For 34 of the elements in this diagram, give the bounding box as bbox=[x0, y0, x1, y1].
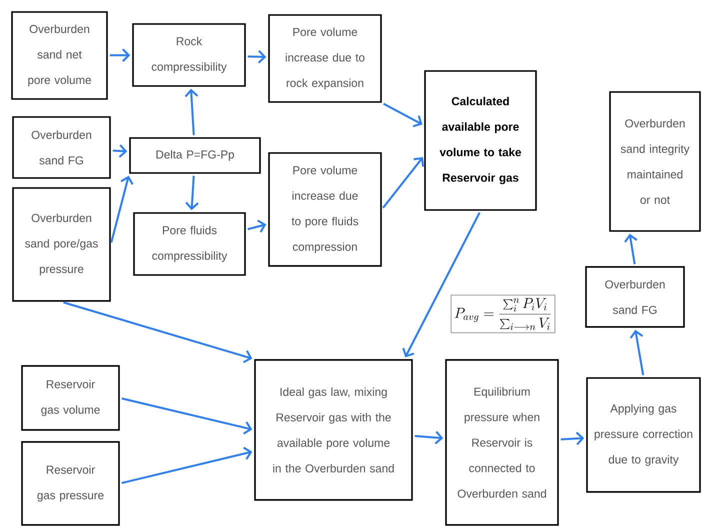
formula-box: $P_{avg} = \frac{\sum_{i}^{n} P_i V_i}{\sum_{i \longrightarrow n} V_i}$ bbox=[450, 294, 556, 334]
arrow bbox=[122, 397, 252, 434]
arrow bbox=[248, 220, 266, 233]
process-box: Equilibrium pressure when Reservoir is connected to Overburden sand bbox=[445, 359, 559, 526]
process-box: Overburden sand pore/gas pressure bbox=[12, 187, 111, 302]
arrow bbox=[185, 176, 199, 210]
arrow bbox=[383, 102, 422, 128]
arrow bbox=[414, 430, 444, 444]
arrow bbox=[382, 157, 424, 209]
arrow bbox=[248, 50, 266, 64]
arrow bbox=[560, 432, 584, 446]
process-box: Applying gas pressure correction due to gravity bbox=[586, 377, 701, 493]
process-box: Overburden sand FG bbox=[585, 266, 685, 328]
process-box: Reservoir gas volume bbox=[21, 365, 120, 431]
process-box: Ideal gas law, mixing Reservoir gas with the available pore volume in the Overburden sand bbox=[254, 359, 413, 501]
process-box: Pore volume increase due to pore fluids compression bbox=[268, 152, 382, 267]
arrow bbox=[63, 301, 252, 364]
process-box: Pore fluids compressibility bbox=[133, 212, 246, 276]
process-box: Overburden sand FG bbox=[12, 116, 111, 179]
process-box: Delta P=FG-Pp bbox=[129, 137, 261, 174]
process-box: Pore volume increase due to rock expansion bbox=[268, 14, 382, 103]
process-box: Overburden sand integrity maintained or not bbox=[609, 91, 701, 232]
arrow bbox=[122, 446, 252, 484]
arrow bbox=[110, 48, 130, 62]
bold-process-box: Calculated available pore volume to take Reservoir gas bbox=[424, 70, 537, 211]
arrow bbox=[184, 88, 198, 136]
process-box: Rock compressibility bbox=[132, 23, 246, 87]
arrow bbox=[110, 176, 134, 243]
arrow bbox=[112, 144, 128, 158]
arrow bbox=[630, 330, 644, 376]
arrow bbox=[402, 212, 480, 358]
arrow bbox=[624, 234, 638, 264]
process-box: Overburden sand net pore volume bbox=[11, 11, 108, 100]
process-box: Reservoir gas pressure bbox=[21, 441, 120, 526]
